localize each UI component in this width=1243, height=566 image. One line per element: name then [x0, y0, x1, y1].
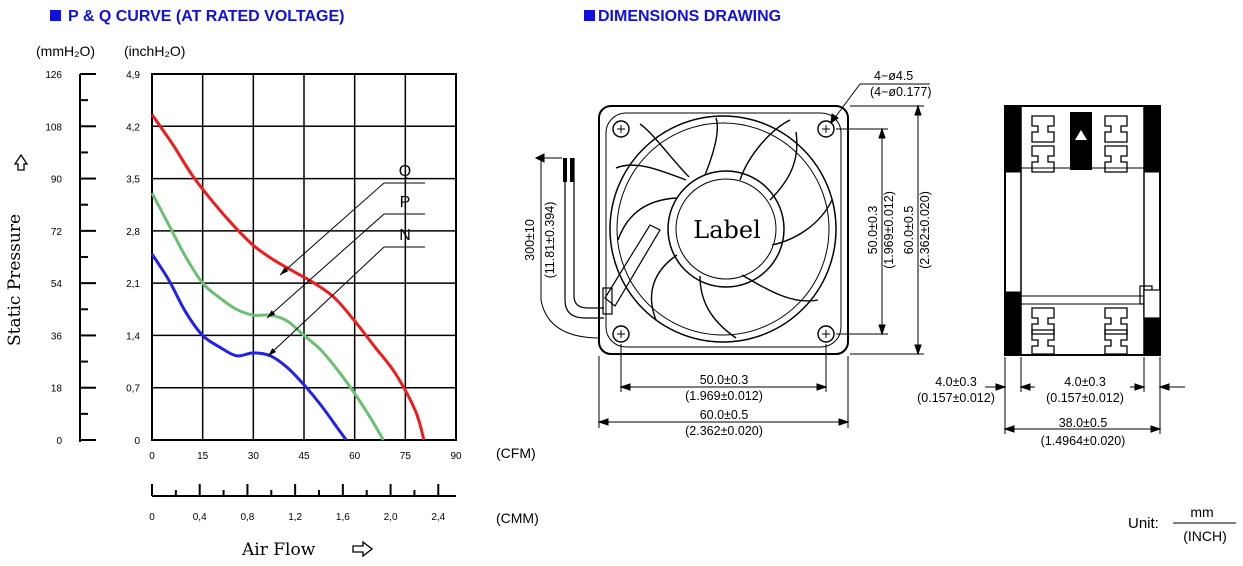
y-tick-label: 18: [51, 384, 63, 395]
leader-arrowhead: [280, 267, 289, 275]
pq-heading: P & Q CURVE (AT RATED VOLTAGE): [68, 8, 344, 25]
series-line-N: [150, 253, 348, 441]
vertical-dimensions: [836, 104, 924, 356]
lead-wire: [534, 153, 613, 339]
x-tick-labels: 0 15 30 45 60 75 90: [149, 451, 462, 462]
y-tick-label: 0: [56, 436, 62, 447]
y2-tick-labels: 0 0,7 1,4 2,1 2,8 3,5 4,2 4,9: [126, 70, 140, 447]
x2-tick-label: 0: [149, 512, 155, 523]
cfm-unit-label: (CFM): [496, 445, 536, 461]
y-tick-labels: 0 18 36 54 72 90 108 126: [45, 70, 62, 447]
unit-mm-label: (mmH₂O): [36, 43, 95, 59]
hole-spec-mm: 4−ø4.5: [874, 69, 913, 83]
leader-arrowhead: [268, 348, 277, 356]
y2-tick-label: 0: [134, 436, 140, 447]
series-lines: [150, 113, 426, 441]
flange-left-mm: 4.0±0.3: [935, 375, 977, 389]
flange-right-inch: (0.157±0.012): [1046, 391, 1124, 405]
x2-tick-label: 2,0: [384, 512, 398, 523]
hole-spec-inch: (4−ø0.177): [870, 85, 932, 99]
flange-left-inch: (0.157±0.012): [917, 391, 995, 405]
size-h-mm: 60.0±0.5: [700, 408, 749, 422]
x2-tick-labels: 0 0,4 0,8 1,2 1,6 2,0 2,4: [149, 512, 445, 523]
series-line-Q: [150, 113, 426, 441]
unit-denominator: (INCH): [1183, 528, 1227, 544]
fan-front-view: [598, 105, 849, 355]
dimensions-heading: DIMENSIONS DRAWING: [598, 8, 781, 25]
size-v-inch: (2.362±0.020): [918, 191, 932, 269]
right-arrow-icon: [352, 540, 374, 558]
heading-square-icon-2: [584, 10, 595, 21]
x-tick-label: 15: [197, 451, 209, 462]
x2-tick-label: 0,4: [193, 512, 207, 523]
pq-curve-section: P & Q CURVE (AT RATED VOLTAGE) (mmH₂O) (…: [5, 8, 539, 560]
horizontal-dimensions: [597, 344, 850, 428]
flange-right-mm: 4.0±0.3: [1064, 375, 1106, 389]
y-tick-label: 126: [45, 70, 62, 81]
y2-tick-label: 0,7: [126, 384, 140, 395]
y2-tick-label: 3,5: [126, 175, 140, 186]
x-tick-label: 30: [248, 451, 260, 462]
x-tick-label: 60: [349, 451, 361, 462]
size-h-inch: (2.362±0.020): [685, 424, 763, 438]
leader-line: [267, 246, 385, 357]
depth-mm: 38.0±0.5: [1059, 416, 1108, 430]
x-axis-label: Air Flow: [241, 540, 316, 560]
pitch-h-mm: 50.0±0.3: [700, 373, 749, 387]
heading-square-icon: [50, 10, 61, 21]
x2-tick-label: 1,2: [288, 512, 302, 523]
series-label-P: P: [400, 194, 411, 211]
y2-tick-label: 4,2: [126, 122, 140, 133]
cmm-unit-label: (CMM): [496, 510, 539, 526]
y-tick-label: 108: [45, 122, 62, 133]
cmm-axis: [151, 484, 456, 497]
y2-tick-label: 4,9: [126, 70, 140, 81]
y2-tick-label: 1,4: [126, 331, 140, 342]
dimensions-section: DIMENSIONS DRAWING: [523, 8, 1236, 544]
size-v-mm: 60.0±0.5: [902, 206, 916, 255]
x-tick-label: 45: [298, 451, 310, 462]
pitch-v-mm: 50.0±0.3: [866, 206, 880, 255]
x-tick-label: 75: [400, 451, 412, 462]
lead-length-mm: 300±10: [523, 219, 537, 261]
series-label-N: N: [399, 227, 411, 244]
depth-inch: (1.4964±0.020): [1041, 434, 1126, 448]
y2-tick-label: 2,8: [126, 227, 140, 238]
x2-tick-label: 1,6: [336, 512, 350, 523]
x-tick-label: 0: [149, 451, 155, 462]
hole-callout: [830, 83, 930, 125]
y-tick-label: 90: [51, 175, 63, 186]
x2-tick-label: 0,8: [240, 512, 254, 523]
side-dimensions: [985, 357, 1185, 434]
up-arrow-icon: [13, 153, 29, 171]
x-tick-label: 90: [450, 451, 462, 462]
fan-side-view: [1004, 105, 1161, 356]
pitch-h-inch: (1.969±0.012): [685, 389, 763, 403]
x2-tick-label: 2,4: [431, 512, 445, 523]
unit-inch-label: (inchH₂O): [124, 43, 185, 59]
unit-prefix: Unit:: [1128, 515, 1159, 532]
series-labels: QPN: [266, 163, 425, 357]
y-axis-label: Static Pressure: [5, 214, 25, 346]
leader-line: [279, 182, 385, 276]
lead-length-inch: (11.81±0.394): [543, 202, 557, 279]
pitch-v-inch: (1.969±0.012): [882, 191, 896, 269]
leader-arrowhead: [267, 310, 276, 318]
y-tick-label: 54: [51, 279, 63, 290]
y-tick-label: 72: [51, 227, 63, 238]
mm-axis: [79, 73, 96, 442]
series-label-Q: Q: [399, 163, 411, 180]
y2-tick-label: 2,1: [126, 279, 140, 290]
y-tick-label: 36: [51, 331, 63, 342]
fan-label-text: Label: [693, 216, 761, 244]
unit-numerator: mm: [1190, 504, 1213, 520]
leader-line: [266, 213, 385, 319]
